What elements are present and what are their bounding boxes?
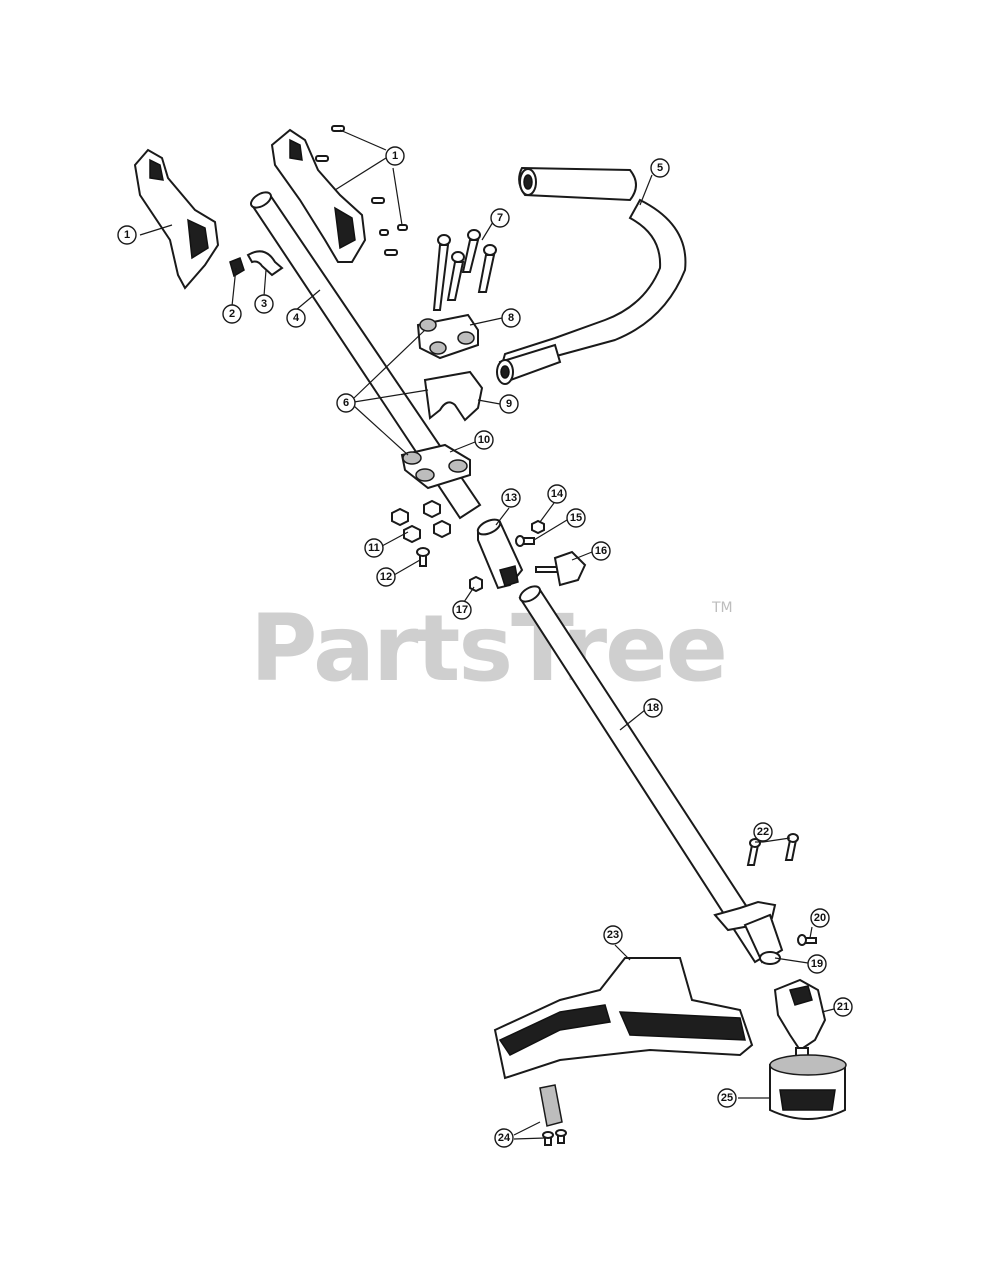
callout-label: 17 <box>456 604 468 616</box>
callout-label: 25 <box>721 1092 733 1104</box>
part-9-clamp-middle[interactable] <box>423 370 484 422</box>
callout-label: 5 <box>657 162 663 174</box>
part-2-nut[interactable] <box>229 257 245 278</box>
callout-label: 9 <box>506 398 512 410</box>
callout-22[interactable]: 22 <box>753 822 773 842</box>
callout-label: 16 <box>595 545 607 557</box>
callout-10[interactable]: 10 <box>474 430 494 450</box>
callout-21[interactable]: 21 <box>833 997 853 1017</box>
part-19-bracket[interactable] <box>713 900 784 965</box>
watermark-brand: PartsTree <box>250 595 726 702</box>
callouts: 1 1 2 3 4 5 6 7 8 9 10 11 12 13 14 15 16… <box>117 146 853 1148</box>
callout-label: 1 <box>124 229 130 241</box>
callout-16[interactable]: 16 <box>591 541 611 561</box>
callout-7[interactable]: 7 <box>490 208 510 228</box>
callout-label: 10 <box>478 434 490 446</box>
callout-label: 19 <box>811 958 823 970</box>
part-14-nut[interactable] <box>531 519 545 535</box>
handle-screws[interactable] <box>315 125 408 256</box>
callout-1-right[interactable]: 1 <box>385 146 405 166</box>
callout-label: 11 <box>368 542 380 554</box>
callout-4[interactable]: 4 <box>286 308 306 328</box>
callout-label: 24 <box>498 1132 511 1144</box>
callout-label: 21 <box>837 1001 849 1013</box>
callout-label: 23 <box>607 929 619 941</box>
part-10-clamp-bottom[interactable] <box>400 443 471 490</box>
part-16-knob[interactable] <box>535 550 587 587</box>
part-15-screw[interactable] <box>515 535 535 547</box>
callout-3[interactable]: 3 <box>254 294 274 314</box>
callout-9[interactable]: 9 <box>499 394 519 414</box>
callout-6[interactable]: 6 <box>336 393 356 413</box>
part-25-trimmer-head[interactable] <box>769 1054 847 1120</box>
callout-11[interactable]: 11 <box>364 538 384 558</box>
loop-handle[interactable] <box>496 166 687 385</box>
callout-label: 14 <box>551 488 564 500</box>
part-11-nuts[interactable] <box>391 499 451 544</box>
callout-25[interactable]: 25 <box>717 1088 737 1108</box>
callout-label: 13 <box>505 492 517 504</box>
callout-label: 7 <box>497 212 503 224</box>
watermark: PartsTree TM <box>250 595 733 702</box>
callout-8[interactable]: 8 <box>501 308 521 328</box>
callout-label: 1 <box>392 150 398 162</box>
callout-label: 22 <box>757 826 769 838</box>
part-8-clamp-top[interactable] <box>416 313 479 360</box>
leader-lines <box>139 129 839 1140</box>
callout-label: 20 <box>814 912 826 924</box>
part-3-clip[interactable] <box>246 250 284 277</box>
callout-label: 12 <box>380 571 392 583</box>
part-17-nut[interactable] <box>469 575 483 593</box>
callout-label: 15 <box>570 512 582 524</box>
callout-1-left[interactable]: 1 <box>117 225 137 245</box>
callout-13[interactable]: 13 <box>501 488 521 508</box>
callout-15[interactable]: 15 <box>566 508 586 528</box>
part-13-coupler[interactable] <box>476 516 524 590</box>
handle-left-half[interactable] <box>133 148 220 290</box>
callout-23[interactable]: 23 <box>603 925 623 945</box>
upper-shaft[interactable] <box>248 189 482 520</box>
callout-20[interactable]: 20 <box>810 908 830 928</box>
part-20-screw[interactable] <box>797 934 817 946</box>
callout-17[interactable]: 17 <box>452 600 472 620</box>
callout-label: 8 <box>508 312 514 324</box>
callout-19[interactable]: 19 <box>807 954 827 974</box>
callout-2[interactable]: 2 <box>222 304 242 324</box>
part-23-guard[interactable] <box>493 957 754 1080</box>
callout-14[interactable]: 14 <box>547 484 567 504</box>
callout-12[interactable]: 12 <box>376 567 396 587</box>
callout-label: 18 <box>647 702 659 714</box>
callout-24[interactable]: 24 <box>494 1128 514 1148</box>
part-7-bolts[interactable] <box>432 229 497 311</box>
callout-label: 6 <box>343 397 349 409</box>
callout-label: 3 <box>261 298 267 310</box>
callout-label: 4 <box>293 312 300 324</box>
callout-18[interactable]: 18 <box>643 698 663 718</box>
part-12-screw[interactable] <box>416 547 430 567</box>
part-22-screws[interactable] <box>746 833 799 866</box>
callout-5[interactable]: 5 <box>650 158 670 178</box>
part-24-blade-screws[interactable] <box>539 1084 567 1146</box>
callout-label: 2 <box>229 308 235 320</box>
watermark-trademark: TM <box>711 600 733 616</box>
part-21-gear-head[interactable] <box>773 978 827 1061</box>
handle-right-half[interactable] <box>270 128 367 263</box>
